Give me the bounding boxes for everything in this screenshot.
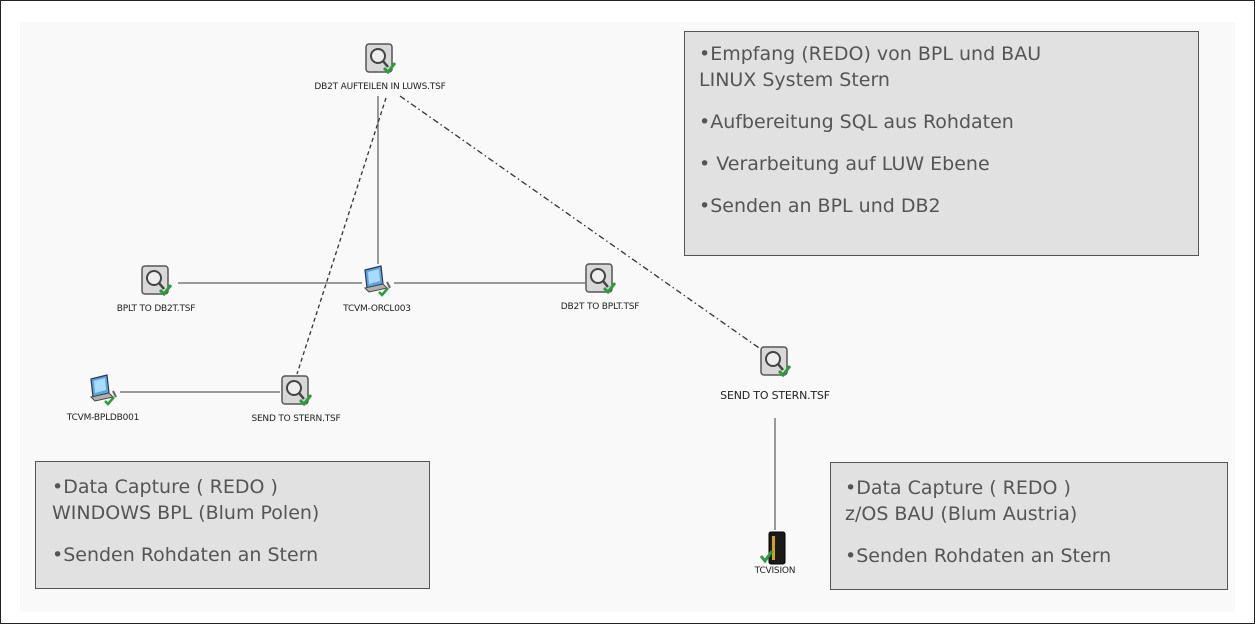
- process-file-icon: [280, 374, 313, 408]
- process-file-icon: [364, 42, 397, 76]
- node-send-to-stern-right[interactable]: SEND TO STERN.TSF: [700, 345, 850, 402]
- note-linux-system-stern: •Empfang (REDO) von BPL und BAU LINUX Sy…: [684, 31, 1199, 256]
- node-tcvm-orcl003[interactable]: TCVM-ORCL003: [322, 264, 432, 314]
- note-bullet: •Senden Rohdaten an Stern: [845, 545, 1112, 567]
- node-label: TCVISION: [754, 566, 796, 576]
- dashed-link-aufteilen-sendright: [399, 95, 763, 351]
- note-bullet: •Empfang (REDO) von BPL und BAU LINUX Sy…: [699, 43, 1042, 91]
- node-label: SEND TO STERN.TSF: [251, 414, 341, 424]
- note-bullet: •Data Capture ( REDO ) z/OS BAU (Blum Au…: [845, 477, 1078, 525]
- process-file-icon: [759, 345, 792, 379]
- node-label: TCVM-ORCL003: [343, 304, 411, 314]
- note-bullet: •Aufbereitung SQL aus Rohdaten: [699, 111, 1014, 133]
- node-label: DB2T TO BPLT.TSF: [560, 302, 640, 312]
- node-bplt-to-db2t[interactable]: BPLT TO DB2T.TSF: [96, 264, 216, 314]
- node-label: DB2T AUFTEILEN IN LUWS.TSF: [314, 82, 446, 92]
- node-tcvision[interactable]: TCVISION: [730, 530, 820, 576]
- computer-icon: [361, 264, 393, 298]
- node-tcvm-bpldb001[interactable]: TCVM-BPLDB001: [48, 373, 158, 423]
- node-db2t-aufteilen[interactable]: DB2T AUFTEILEN IN LUWS.TSF: [314, 42, 446, 92]
- note-bullet: •Senden an BPL und DB2: [699, 195, 941, 217]
- note-windows-bpl: •Data Capture ( REDO ) WINDOWS BPL (Blum…: [35, 461, 430, 589]
- node-label: SEND TO STERN.TSF: [720, 389, 830, 402]
- dashed-link-aufteilen-sendleft: [296, 97, 387, 375]
- node-label: BPLT TO DB2T.TSF: [116, 304, 196, 314]
- process-file-icon: [584, 262, 617, 296]
- computer-icon: [87, 373, 119, 407]
- node-send-to-stern-left[interactable]: SEND TO STERN.TSF: [236, 374, 356, 424]
- note-bullet: •Data Capture ( REDO ) WINDOWS BPL (Blum…: [52, 476, 320, 524]
- node-db2t-to-bplt[interactable]: DB2T TO BPLT.TSF: [540, 262, 660, 312]
- note-bullet: • Verarbeitung auf LUW Ebene: [699, 153, 990, 175]
- node-label: TCVM-BPLDB001: [66, 413, 140, 423]
- note-bullet: •Senden Rohdaten an Stern: [52, 544, 319, 566]
- mainframe-server-icon: [759, 530, 791, 565]
- process-file-icon: [140, 264, 173, 298]
- note-zos-bau: •Data Capture ( REDO ) z/OS BAU (Blum Au…: [830, 462, 1228, 590]
